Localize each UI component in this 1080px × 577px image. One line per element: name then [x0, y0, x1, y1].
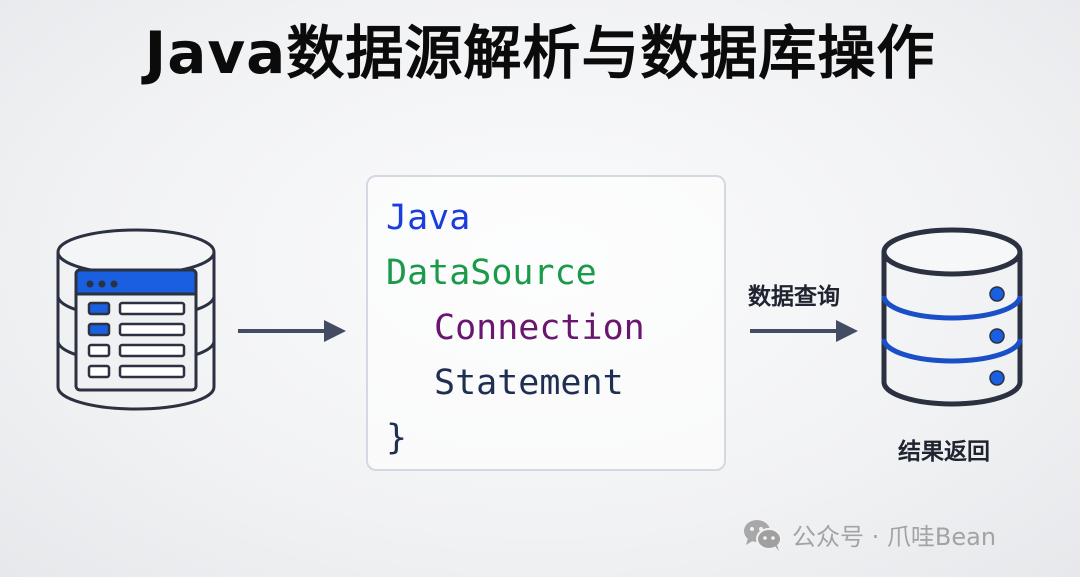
database-server-icon	[881, 227, 1023, 407]
page-title: Java数据源解析与数据库操作	[144, 19, 936, 87]
code-box: Java DataSource Connection Statement }	[366, 175, 726, 471]
watermark-text: 公众号 · 爪哇Bean	[792, 523, 997, 551]
code-line-brace: }	[386, 418, 408, 458]
query-label: 数据查询	[748, 284, 840, 310]
watermark: 公众号 · 爪哇Bean	[742, 517, 996, 552]
arrow-right-icon	[750, 320, 858, 342]
wechat-icon	[744, 519, 782, 551]
code-line-statement: Statement	[434, 363, 624, 403]
result-label: 结果返回	[898, 439, 990, 465]
arrow-right-icon	[238, 320, 346, 342]
code-line-connection: Connection	[434, 308, 645, 348]
code-line-java: Java	[386, 198, 471, 238]
code-line-datasource: DataSource	[386, 253, 597, 293]
database-table-icon	[56, 228, 216, 411]
